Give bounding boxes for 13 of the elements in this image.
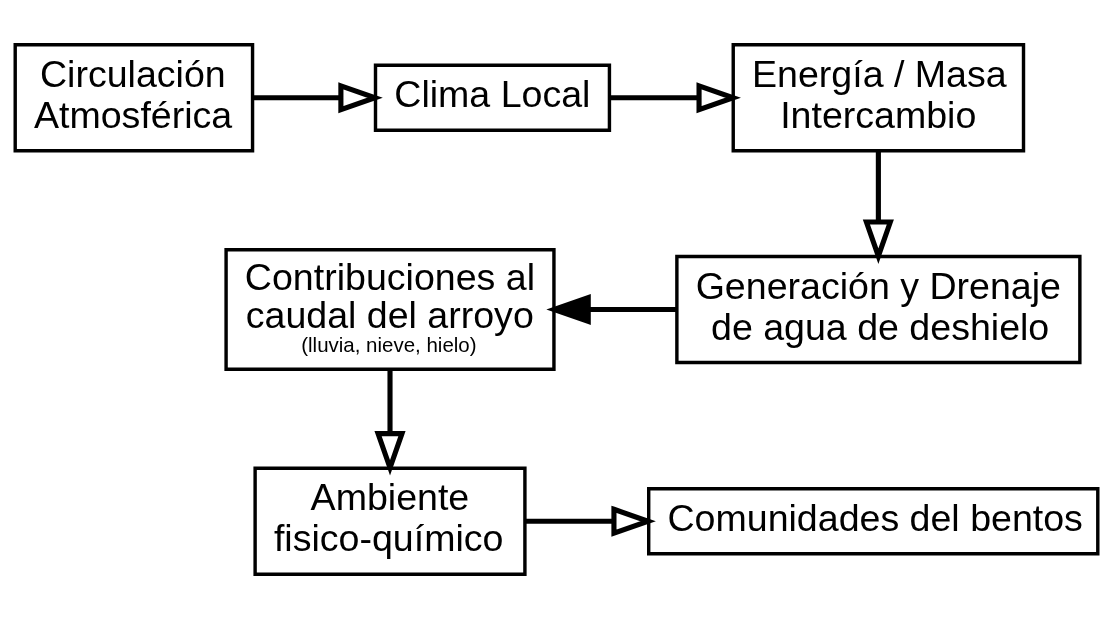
node-box: Ambiente fisico-químico bbox=[253, 466, 527, 576]
node-box: Generación y Drenaje de agua de deshielo bbox=[675, 254, 1082, 364]
node-box: Comunidades del bentos bbox=[647, 486, 1100, 555]
node-box: Clima Local bbox=[373, 63, 612, 132]
arrow bbox=[252, 81, 383, 113]
arrow bbox=[546, 293, 677, 325]
arrow bbox=[374, 369, 406, 475]
arrow bbox=[862, 150, 894, 264]
node-box: Energía / Masa Intercambio bbox=[731, 42, 1026, 152]
arrow bbox=[525, 505, 656, 537]
arrow bbox=[610, 81, 741, 113]
node-box: Circulación Atmosférica bbox=[13, 42, 255, 152]
node-box: Contribuciones al caudal del arroyo (lluvia, nieve, hielo) bbox=[224, 247, 556, 371]
